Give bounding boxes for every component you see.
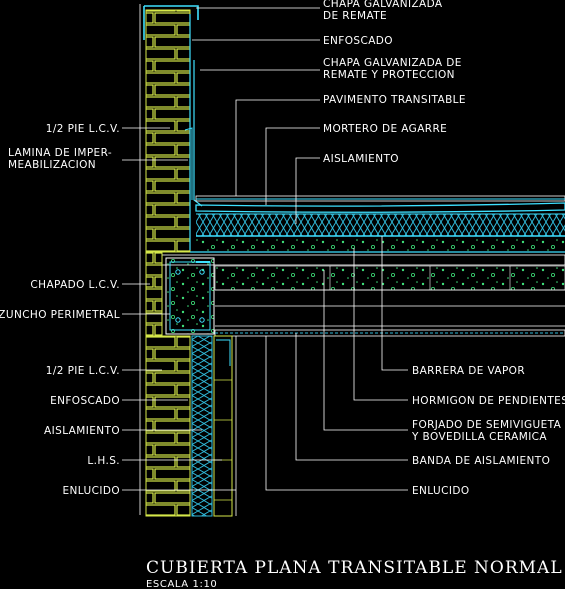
label-banda: BANDA DE AISLAMIENTO (412, 455, 550, 467)
label-chapado: CHAPADO L.C.V. (30, 279, 120, 291)
label-chapa-proteccion-2: REMATE Y PROTECCION (323, 69, 455, 81)
label-pavimento: PAVIMENTO TRANSITABLE (323, 94, 466, 106)
label-lamina-2: MEABILIZACION (8, 159, 96, 171)
floor-slab (159, 254, 565, 337)
scale-note: ESCALA 1:10 (146, 579, 217, 589)
top-flashing (143, 5, 203, 250)
brick-cladding (145, 251, 163, 337)
label-lamina-1: LAMINA DE IMPER- (8, 147, 112, 159)
label-enfoscado: ENFOSCADO (50, 395, 120, 407)
drawing-title: CUBIERTA PLANA TRANSITABLE NORMAL (146, 558, 563, 578)
label-enfoscado-top: ENFOSCADO (323, 35, 393, 47)
label-pie-top: 1/2 PIE L.C.V. (46, 123, 120, 135)
label-forjado-1: FORJADO DE SEMIVIGUETA (412, 419, 562, 431)
label-aislamiento-top: AISLAMIENTO (323, 153, 399, 165)
label-chapa-remate-1: CHAPA GALVANIZADA (323, 0, 443, 10)
label-aislamiento: AISLAMIENTO (44, 425, 120, 437)
label-barrera: BARRERA DE VAPOR (412, 365, 525, 377)
label-lhs: L.H.S. (87, 455, 120, 467)
label-chapa-remate-2: DE REMATE (323, 10, 387, 22)
label-enlucido: ENLUCIDO (63, 485, 120, 497)
label-forjado-2: Y BOVEDILLA CERAMICA (411, 431, 547, 443)
label-zuncho: ZUNCHO PERIMETRAL (0, 309, 120, 321)
label-mortero: MORTERO DE AGARRE (323, 123, 447, 135)
label-enlucido-right: ENLUCIDO (412, 485, 469, 497)
leader-lines-right (192, 7, 408, 491)
roof-layers (190, 195, 565, 253)
label-chapa-proteccion-1: CHAPA GALVANIZADA DE (323, 57, 462, 69)
label-pie-bottom: 1/2 PIE L.C.V. (46, 365, 120, 377)
label-hormigon: HORMIGON DE PENDIENTES (412, 395, 565, 407)
perimeter-beam (165, 257, 215, 335)
leader-lines-left (122, 127, 236, 491)
lower-wall (145, 335, 237, 517)
